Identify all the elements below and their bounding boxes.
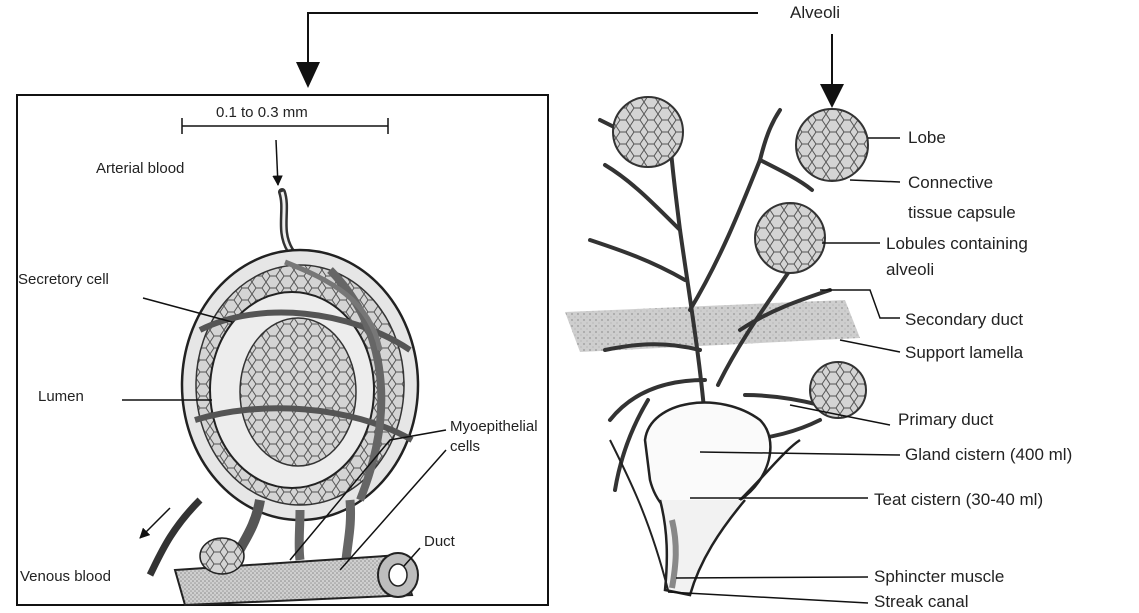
myoepithelial-cells-label-line1: Myoepithelial xyxy=(450,418,538,436)
support-lamella-label: Support lamella xyxy=(905,343,1023,363)
primary-duct-label: Primary duct xyxy=(898,410,993,430)
venous-blood-label: Venous blood xyxy=(20,568,111,586)
udder-gland-illustration xyxy=(565,97,868,595)
lumen-label: Lumen xyxy=(38,388,84,406)
duct-label: Duct xyxy=(424,533,455,551)
teat-cistern-label: Teat cistern (30-40 ml) xyxy=(874,490,1043,510)
lobules-label-line2: alveoli xyxy=(886,260,934,280)
lobe-top-left xyxy=(613,97,683,167)
lobules-label-line1: Lobules containing xyxy=(886,234,1028,254)
scale-bar xyxy=(182,118,388,185)
secondary-duct-label: Secondary duct xyxy=(905,310,1023,330)
connective-tissue-label-line2: tissue capsule xyxy=(908,203,1016,223)
lobe-top-right xyxy=(796,109,868,181)
connective-tissue-label-line1: Connective xyxy=(908,173,993,193)
sphincter-muscle-label: Sphincter muscle xyxy=(874,567,1004,587)
lobule-right xyxy=(755,203,825,273)
myoepithelial-cells-label-line2: cells xyxy=(450,438,480,456)
gland-cistern-label: Gland cistern (400 ml) xyxy=(905,445,1072,465)
lobe-label: Lobe xyxy=(908,128,946,148)
secretory-cell-label: Secretory cell xyxy=(18,271,109,289)
alveoli-label: Alveoli xyxy=(790,3,840,23)
arterial-blood-label: Arterial blood xyxy=(96,160,184,178)
lobule-lower xyxy=(810,362,866,418)
scale-label: 0.1 to 0.3 mm xyxy=(216,104,308,122)
alveolus-illustration xyxy=(150,192,418,605)
alveoli-connector xyxy=(296,13,844,108)
streak-canal-label: Streak canal xyxy=(874,592,969,612)
